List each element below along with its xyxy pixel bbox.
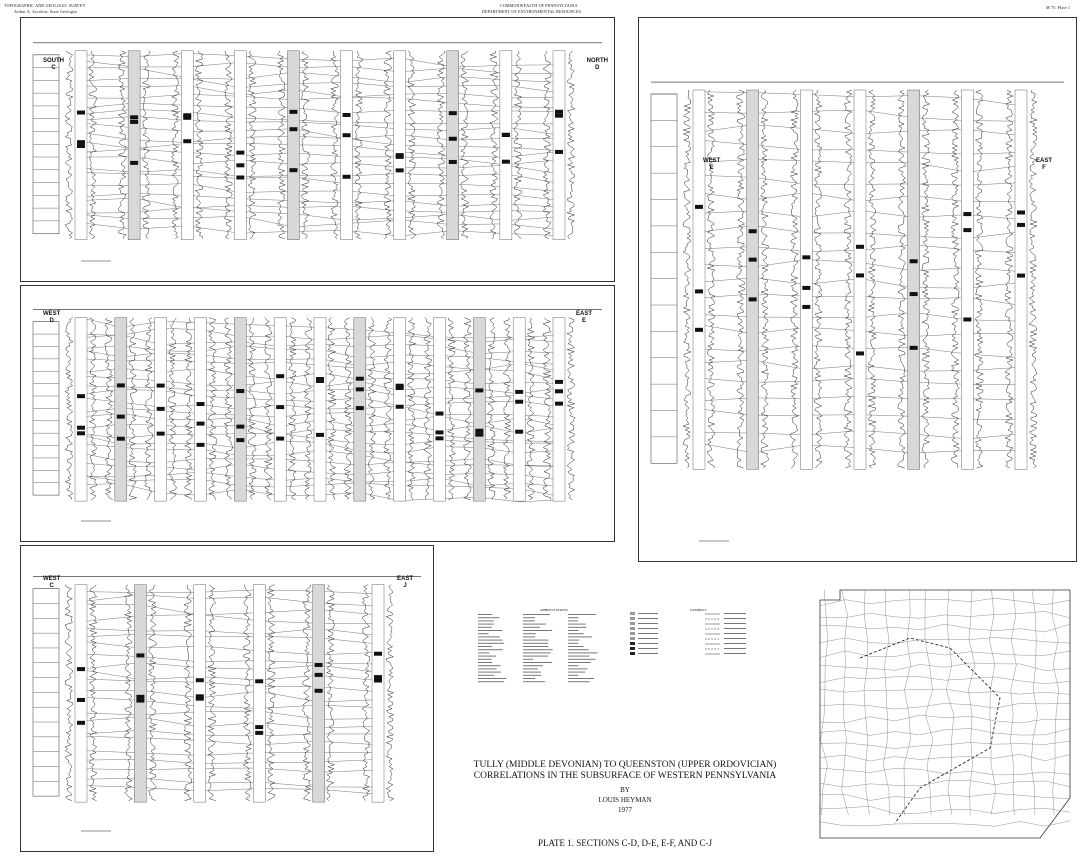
index-map [819, 589, 1071, 839]
well-log [361, 584, 395, 803]
department: DEPARTMENT OF ENVIRONMENTAL RESOURCES [482, 9, 582, 14]
well-log [123, 584, 158, 803]
well-log-correlation [32, 309, 602, 522]
well-log [223, 317, 257, 502]
section-letter: F [1042, 165, 1046, 171]
plate-number: M 75, Plate 1 [1046, 5, 1071, 10]
by: BY [620, 786, 630, 794]
well-log [329, 50, 364, 240]
direction: SOUTH [43, 58, 64, 64]
section-letter: E [709, 165, 714, 171]
well-log [170, 50, 204, 240]
well-log [950, 89, 985, 470]
well-log [104, 317, 138, 502]
title-line-1: TULLY (MIDDLE DEVONIAN) TO QUEENSTON (UP… [473, 760, 777, 770]
well-log [302, 584, 336, 803]
well-log [502, 317, 536, 502]
direction: EAST [575, 311, 592, 317]
abbreviations-title: ABBREVIATIONS [540, 608, 568, 612]
direction: EAST [396, 576, 413, 582]
direction: WEST [43, 311, 61, 317]
commonwealth: COMMONWEALTH OF PENNSYLVANIA [500, 3, 578, 8]
well-log [383, 50, 417, 240]
section-letter: E [581, 318, 586, 324]
well-log [64, 584, 98, 803]
well-log [276, 50, 310, 240]
well-log [144, 317, 177, 502]
well-log [1004, 89, 1038, 470]
well-log-correlation [32, 576, 421, 832]
plate-caption: PLATE 1. SECTIONS C-D, D-E, E-F, AND C-J [537, 838, 713, 848]
direction: WEST [43, 576, 61, 582]
direction: NORTH [586, 58, 608, 64]
section-letter: J [403, 583, 407, 589]
symbols-list [630, 612, 746, 655]
well-log [542, 50, 576, 240]
abbreviations-list [478, 614, 598, 683]
section-letter: C [51, 65, 56, 71]
direction: WEST [703, 158, 721, 164]
well-log [117, 50, 151, 240]
well-log [542, 317, 576, 502]
author: LOUIS HEYMAN [598, 796, 652, 804]
well-log-correlation [32, 42, 602, 262]
well-log [736, 89, 770, 470]
well-log [462, 317, 496, 502]
section-letter: C [49, 583, 54, 589]
section-letter: D [49, 318, 54, 324]
well-log [423, 317, 457, 502]
section-letter: D [595, 65, 600, 71]
direction: EAST [1035, 158, 1052, 164]
well-log [383, 317, 417, 502]
well-log [182, 584, 217, 803]
survey-name: TOPOGRAPHIC AND GEOLOGIC SURVEY [4, 3, 86, 8]
well-log [64, 50, 98, 240]
well-log [489, 50, 523, 240]
well-log [789, 89, 823, 470]
well-log [242, 584, 276, 803]
well-log [436, 50, 470, 240]
symbols-title: SYMBOLS [690, 608, 707, 612]
well-log [682, 89, 716, 470]
well-log [843, 89, 877, 470]
well-log [64, 317, 98, 502]
well-log [343, 317, 377, 502]
well-log-correlation [650, 81, 1064, 542]
well-log [263, 317, 297, 502]
year: 1977 [618, 806, 632, 814]
title-line-2: CORRELATIONS IN THE SUBSURFACE OF WESTER… [473, 771, 777, 781]
well-log [223, 50, 257, 240]
state-geologist: Arthur A. Socolow, State Geologist [14, 9, 78, 14]
well-log [897, 89, 931, 470]
well-log [183, 317, 217, 502]
plate-title: TULLY (MIDDLE DEVONIAN) TO QUEENSTON (UP… [470, 760, 780, 782]
well-log [303, 317, 337, 502]
